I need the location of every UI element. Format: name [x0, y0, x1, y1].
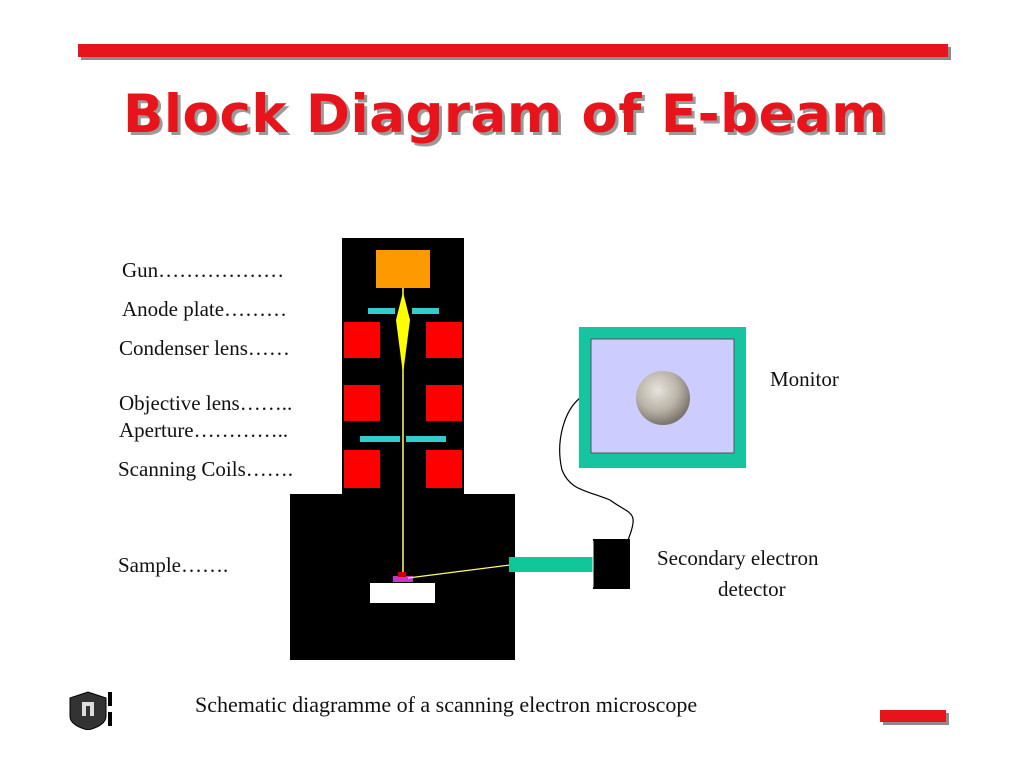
label-detector-line2: detector — [718, 577, 786, 602]
label-objective-lens: Objective lens…….. — [119, 391, 292, 416]
objective-lens-left — [344, 385, 380, 421]
specimen-image — [636, 371, 690, 425]
aperture-right — [406, 436, 446, 442]
bottom-accent-bar — [880, 710, 946, 722]
label-scanning-coils: Scanning Coils……. — [118, 457, 293, 482]
objective-lens-right — [426, 385, 462, 421]
detector-body — [593, 539, 630, 589]
condenser-lens-left — [344, 322, 380, 358]
label-sample: Sample……. — [118, 553, 228, 578]
scanning-coil-right — [426, 450, 462, 488]
figure-caption: Schematic diagramme of a scanning electr… — [195, 692, 697, 718]
anode-plate-right — [412, 308, 439, 314]
label-aperture: Aperture………….. — [119, 418, 288, 443]
university-crest-icon — [68, 690, 112, 730]
sample-spot — [398, 572, 406, 577]
label-detector-line1: Secondary electron — [657, 546, 819, 571]
label-condenser-lens: Condenser lens…… — [119, 336, 290, 361]
electron-gun — [376, 250, 430, 288]
scanning-coil-left — [344, 450, 380, 488]
detector-tube — [509, 557, 593, 572]
label-monitor: Monitor — [770, 367, 839, 392]
label-gun: Gun……………… — [122, 258, 284, 283]
condenser-lens-right — [426, 322, 462, 358]
aperture-left — [360, 436, 400, 442]
label-anode-plate: Anode plate……… — [122, 297, 287, 322]
sample-stage — [370, 583, 435, 603]
anode-plate-left — [368, 308, 395, 314]
